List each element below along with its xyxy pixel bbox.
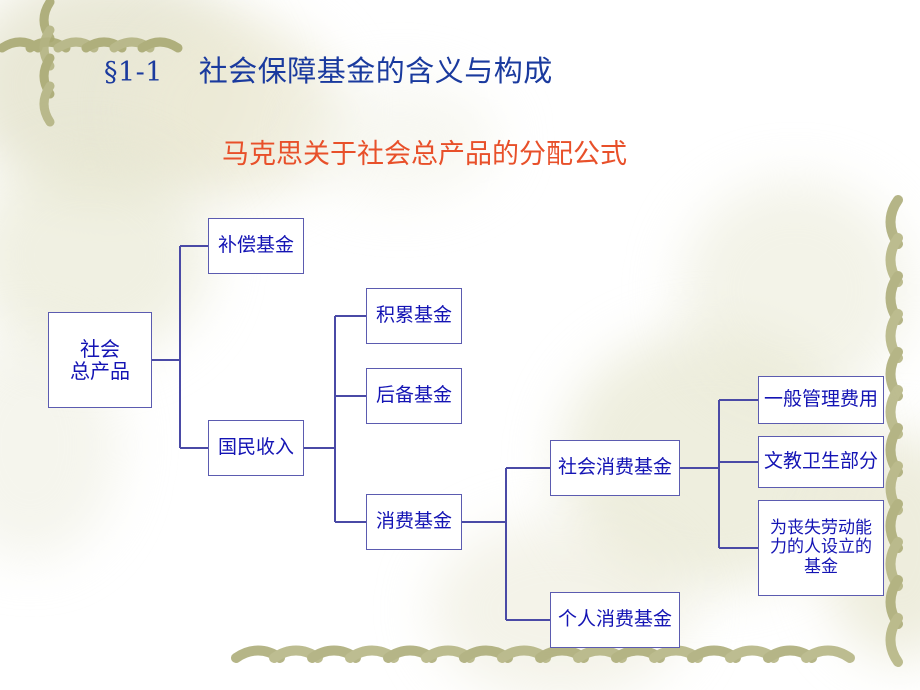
section-number: §1-1 <box>104 57 163 88</box>
diagram-node-n8: 一般管理费用 <box>758 376 884 424</box>
diagram-node-n9: 文教卫生部分 <box>758 436 884 488</box>
diagram-node-n10: 为丧失劳动能 力的人设立的 基金 <box>758 500 884 596</box>
diagram-node-n5: 消费基金 <box>366 494 462 550</box>
diagram-node-n6: 社会消费基金 <box>550 440 680 496</box>
page-subtitle: 马克思关于社会总产品的分配公式 <box>222 139 627 170</box>
diagram-node-n4: 后备基金 <box>366 368 462 424</box>
title-text: 社会保障基金的含义与构成 <box>198 54 553 88</box>
diagram-node-n7: 个人消费基金 <box>550 592 680 648</box>
diagram-node-n2: 国民收入 <box>208 420 304 476</box>
diagram-node-n1: 补偿基金 <box>208 218 304 274</box>
diagram-node-n3: 积累基金 <box>366 288 462 344</box>
diagram-node-n0: 社会 总产品 <box>48 312 152 408</box>
page-title: §1-1 社会保障基金的含义与构成 <box>104 48 553 90</box>
